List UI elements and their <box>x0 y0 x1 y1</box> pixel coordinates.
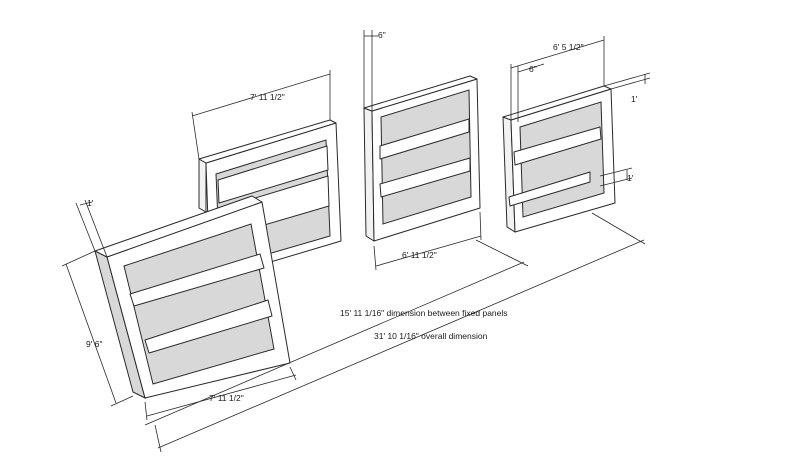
panel-1 <box>94 195 291 399</box>
fixed-panels-dimension-label: 15' 11 1/16" dimension between fixed pan… <box>340 308 508 318</box>
panel3-width-label: 6' 11 1/2" <box>402 250 437 260</box>
dimension-lines <box>61 30 651 453</box>
panel2-width-label: 7' 11 1/2" <box>250 92 285 102</box>
panel-4 <box>502 85 616 233</box>
panel4-side-frame-label: 6" <box>529 64 537 74</box>
panel-3 <box>363 75 481 242</box>
panel1-height-label: 9' 6" <box>86 339 103 349</box>
panel3-frame-label: 6" <box>378 30 386 40</box>
panel4-width-label: 6' 5 1/2" <box>553 42 584 52</box>
panel1-frame-label: 1' <box>87 198 94 208</box>
overall-dimension-label: 31' 10 1/16" overall dimension <box>374 331 488 341</box>
panel4-rail-label: 1' <box>627 173 634 183</box>
panel1-width-label: 7' 11 1/2" <box>209 393 244 403</box>
panel4-top-frame-label: 1' <box>631 94 638 104</box>
